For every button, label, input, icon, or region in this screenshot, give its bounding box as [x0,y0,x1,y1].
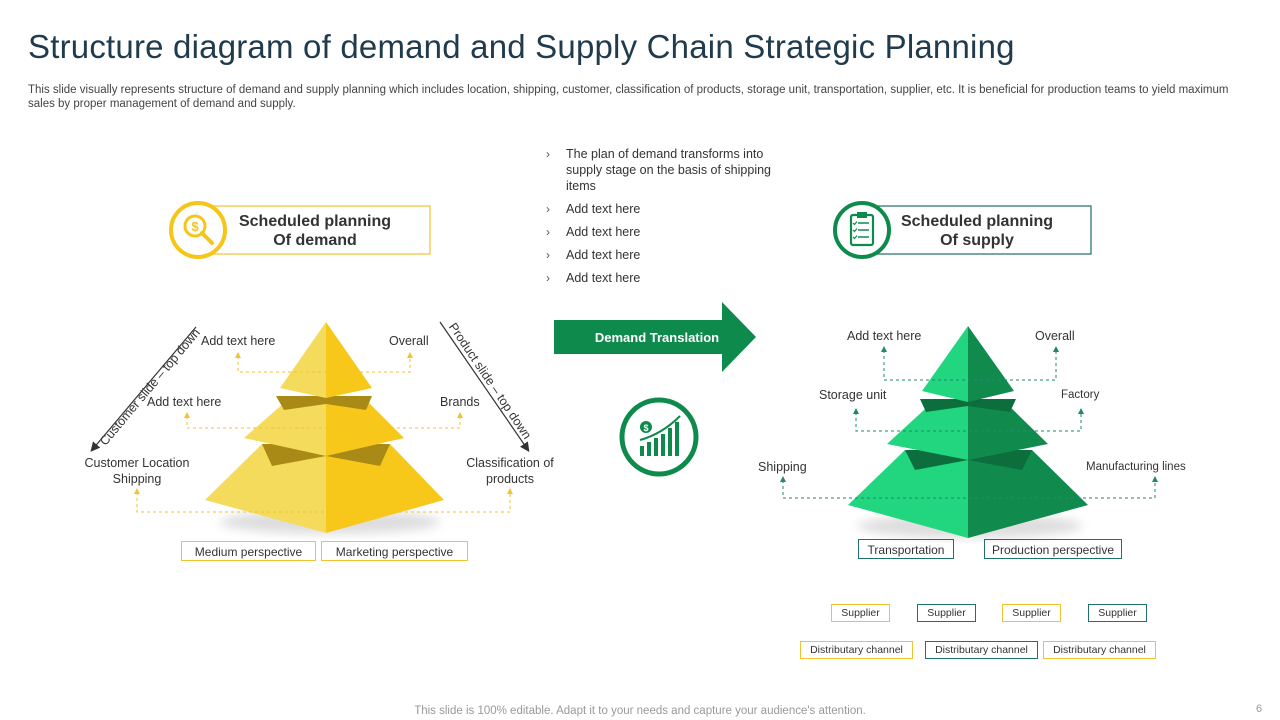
demand-heading-box [195,205,431,255]
demand-bottom-right-line2: products [486,472,534,486]
demand-heading: Scheduled planning Of demand [226,212,404,250]
page-title: Structure diagram of demand and Supply C… [28,28,1015,65]
svg-text:$: $ [191,219,199,234]
bullet-item: ›Add text here [546,248,641,262]
supply-top-right-label: Overall [1035,329,1075,343]
supply-connectors [782,350,1156,499]
bullet-item: ›Add text here [546,225,641,239]
demand-connectors [136,356,511,513]
demand-mid-left-label: Add text here [147,395,222,409]
medium-perspective-tag: Medium perspective [181,541,316,561]
demand-bottom-left-line2: Shipping [112,472,162,486]
supplier-tag: Supplier [831,604,890,622]
page-number: 6 [1256,703,1263,715]
demand-translation-arrow [554,302,756,372]
supplier-tag: Supplier [917,604,976,622]
demand-bottom-left-line1: Customer Location [84,456,190,470]
supply-bottom-left-label: Shipping [758,460,807,474]
page-subtitle: This slide visually represents structure… [28,84,1229,110]
demand-top-left-label: Add text here [201,334,276,348]
production-perspective-tag: Production perspective [984,539,1122,559]
supplier-tag: Supplier [1002,604,1061,622]
bullet-item: ›Add text here [546,202,641,216]
demand-pyramid [205,322,444,534]
supply-top-left-label: Add text here [847,329,922,343]
bullet-list: ›The plan of demand transforms into supp… [546,146,786,293]
demand-bottom-left-label: Customer Location Shipping [72,455,202,487]
supply-mid-right-label: Factory [1061,389,1100,401]
footer-note: This slide is 100% editable. Adapt it to… [414,705,866,717]
supplier-tag: Supplier [1088,604,1147,622]
demand-bottom-right-line1: Classification of [466,456,554,470]
demand-heading-line2: Of demand [273,232,357,249]
transportation-tag: Transportation [858,539,954,559]
supply-heading-line2: Of supply [940,232,1014,249]
chevron-right-icon: › [546,147,550,161]
demand-translation-label: Demand Translation [594,330,720,345]
clipboard-checklist-icon [833,201,891,259]
bullet-item: ›The plan of demand transforms into supp… [546,147,771,193]
chevron-right-icon: › [546,202,550,216]
supply-pyramid [848,326,1088,538]
supply-heading-box [861,205,1092,255]
supply-bottom-right-label: Manufacturing lines [1086,461,1186,473]
marketing-perspective-tag: Marketing perspective [321,541,468,561]
demand-bottom-right-label: Classification of products [450,455,570,487]
growth-chart-dollar-icon: $ [619,397,699,477]
demand-heading-line1: Scheduled planning [238,213,391,230]
distributary-channel-tag: Distributary channel [800,641,913,659]
product-slide-arrow [439,321,530,452]
svg-text:$: $ [643,423,648,433]
dollar-search-icon: $ [169,201,227,259]
supply-heading-line1: Scheduled planning [900,213,1053,230]
demand-top-right-label: Overall [389,334,429,348]
chevron-right-icon: › [546,248,550,262]
bullet-item: ›Add text here [546,271,641,285]
distributary-channel-tag: Distributary channel [925,641,1038,659]
chevron-right-icon: › [546,271,550,285]
supply-mid-left-label: Storage unit [819,388,887,402]
demand-mid-right-label: Brands [440,395,480,409]
chevron-right-icon: › [546,225,550,239]
distributary-channel-tag: Distributary channel [1043,641,1156,659]
customer-slide-arrow [90,326,197,452]
supply-heading: Scheduled planning Of supply [888,212,1066,250]
